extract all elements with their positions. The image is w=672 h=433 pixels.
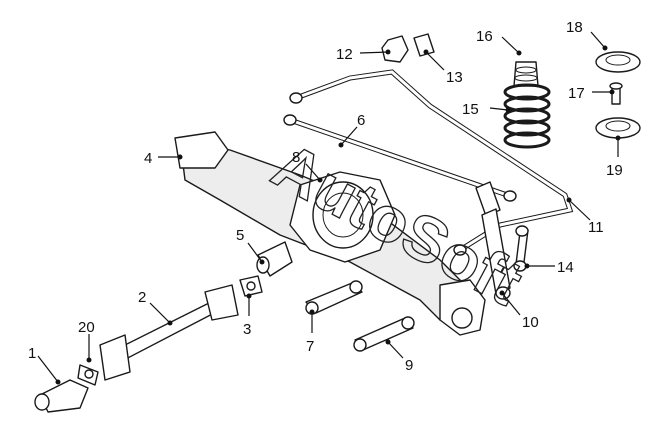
callout-label-12: 12 xyxy=(336,46,353,63)
callout-2: 2 xyxy=(138,289,173,326)
callout-19: 19 xyxy=(606,135,623,179)
universal-joint-20 xyxy=(77,364,99,386)
callout-label-8: 8 xyxy=(292,149,300,166)
callout-label-6: 6 xyxy=(357,112,365,129)
callout-16: 16 xyxy=(476,28,522,56)
bump-stop xyxy=(513,61,539,87)
yoke-flange xyxy=(34,379,89,413)
callout-5: 5 xyxy=(236,227,265,265)
lateral-rod xyxy=(283,114,517,202)
callout-1: 1 xyxy=(28,345,61,385)
callout-label-18: 18 xyxy=(566,19,583,36)
callout-label-16: 16 xyxy=(476,28,493,45)
callout-label-4: 4 xyxy=(144,150,152,167)
callout-label-5: 5 xyxy=(236,227,244,244)
callout-label-1: 1 xyxy=(28,345,36,362)
spring-seat-lower xyxy=(595,117,641,139)
callout-17: 17 xyxy=(568,85,615,102)
companion-flange xyxy=(256,241,293,277)
spring-seat-upper xyxy=(595,51,641,73)
callout-label-20: 20 xyxy=(78,319,95,336)
bolt xyxy=(609,82,623,105)
callout-15: 15 xyxy=(462,101,511,118)
callout-7: 7 xyxy=(306,309,315,355)
universal-joint-3 xyxy=(239,275,263,297)
callout-label-3: 3 xyxy=(243,321,251,338)
callout-13: 13 xyxy=(423,49,463,86)
callout-label-7: 7 xyxy=(306,338,314,355)
callout-12: 12 xyxy=(336,46,391,63)
callout-20: 20 xyxy=(78,319,95,363)
callout-11: 11 xyxy=(566,197,604,236)
callout-6: 6 xyxy=(338,112,365,148)
upper-link xyxy=(353,316,415,352)
callout-3: 3 xyxy=(243,293,252,338)
callout-9: 9 xyxy=(385,339,413,374)
callout-4: 4 xyxy=(144,150,183,167)
callout-label-15: 15 xyxy=(462,101,479,118)
callout-label-2: 2 xyxy=(138,289,146,306)
callout-18: 18 xyxy=(566,19,608,51)
callout-label-9: 9 xyxy=(405,357,413,374)
callout-label-10: 10 xyxy=(522,314,539,331)
coil-spring xyxy=(503,83,551,149)
callout-label-14: 14 xyxy=(557,259,574,276)
callout-8: 8 xyxy=(292,149,323,183)
drive-shaft xyxy=(99,284,239,381)
callout-label-17: 17 xyxy=(568,85,585,102)
lower-link xyxy=(305,280,363,315)
shock-absorber xyxy=(475,181,511,300)
stabilizer-bar xyxy=(289,69,574,256)
callout-label-13: 13 xyxy=(446,69,463,86)
callout-10: 10 xyxy=(499,290,539,331)
callout-label-19: 19 xyxy=(606,162,623,179)
axle-housing xyxy=(174,131,486,336)
callout-label-11: 11 xyxy=(588,219,604,236)
bracket-and-bushing xyxy=(381,33,435,63)
callout-14: 14 xyxy=(524,259,574,276)
